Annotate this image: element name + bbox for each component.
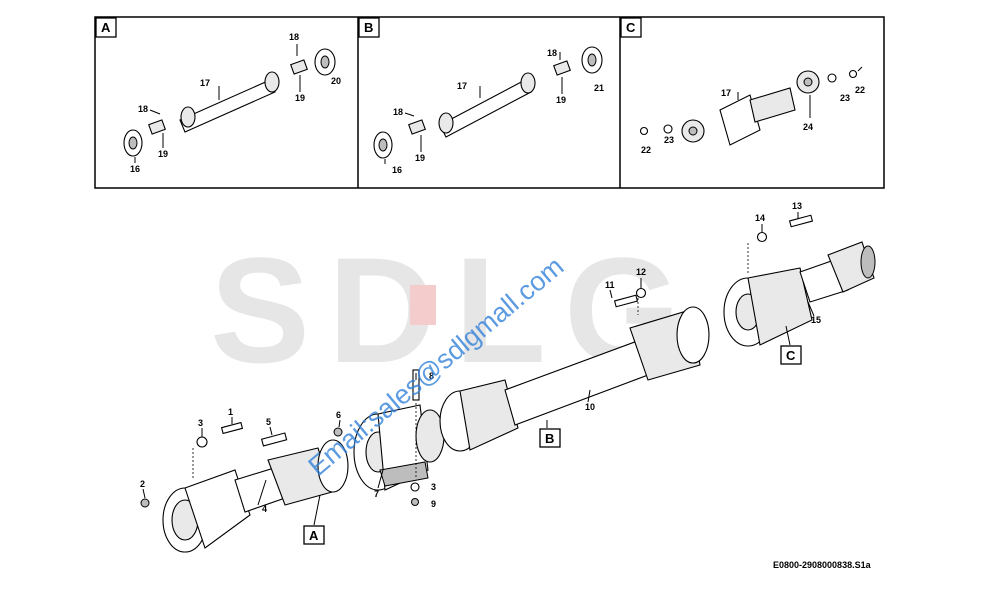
- panel-b-label-17: 17: [457, 81, 467, 91]
- panel-b-label-19b: 19: [415, 153, 425, 163]
- main-label-12: 12: [636, 267, 646, 277]
- main-label-10: 10: [585, 402, 595, 412]
- sdlg-logo: SDLG: [210, 226, 681, 394]
- panel-b-label-18b: 18: [393, 107, 403, 117]
- leader-lines: [142, 212, 815, 526]
- main-label-11: 11: [605, 280, 615, 290]
- section-tag-a: A: [303, 525, 325, 545]
- panel-c-label-24: 24: [803, 122, 813, 132]
- panel-b-label-21: 21: [594, 83, 604, 93]
- figure-code: E0800-2908000838.S1a: [773, 560, 872, 570]
- panel-a-label-19: 19: [295, 93, 305, 103]
- svg-text:C: C: [786, 348, 796, 363]
- main-label-4: 4: [262, 504, 267, 514]
- main-label-13: 13: [792, 201, 802, 211]
- panel-b-label-18: 18: [547, 48, 557, 58]
- main-label-14: 14: [755, 213, 765, 223]
- svg-text:B: B: [364, 20, 373, 35]
- logo-accent: [410, 285, 436, 325]
- panel-a-label-18b: 18: [138, 104, 148, 114]
- panel-c-label-22: 22: [855, 85, 865, 95]
- panel-a-label-16: 16: [130, 164, 140, 174]
- main-label-8: 8: [429, 371, 434, 381]
- panel-c-label-23b: 23: [664, 135, 674, 145]
- panel-a-drawing: [123, 44, 336, 163]
- panel-a-tag: A: [95, 17, 117, 38]
- panel-a-label-19b: 19: [158, 149, 168, 159]
- panel-c-label-17: 17: [721, 88, 731, 98]
- panel-b-tag: B: [358, 17, 380, 38]
- guide-lines: [192, 243, 749, 478]
- main-shaft-assembly: [162, 241, 876, 553]
- panel-b-label-19: 19: [556, 95, 566, 105]
- svg-text:A: A: [309, 528, 319, 543]
- svg-text:C: C: [626, 20, 636, 35]
- panel-b-label-16: 16: [392, 165, 402, 175]
- svg-text:B: B: [545, 431, 554, 446]
- panel-c-label-23: 23: [840, 93, 850, 103]
- main-label-3: 3: [198, 418, 203, 428]
- panel-a-label-17: 17: [200, 78, 210, 88]
- panel-a-label-18: 18: [289, 32, 299, 42]
- panel-a-label-20: 20: [331, 76, 341, 86]
- main-label-9: 9: [431, 499, 436, 509]
- panel-b-drawing: [373, 46, 603, 164]
- section-tag-b: B: [539, 428, 561, 448]
- panel-c-tag: C: [620, 17, 642, 38]
- main-label-6: 6: [336, 410, 341, 420]
- main-label-3b: 3: [431, 482, 436, 492]
- main-label-1: 1: [228, 407, 233, 417]
- main-label-5: 5: [266, 417, 271, 427]
- fasteners: [140, 214, 814, 508]
- section-tag-c: C: [780, 345, 802, 365]
- svg-text:A: A: [101, 20, 111, 35]
- inset-frame: [94, 16, 885, 189]
- panel-c-label-22b: 22: [641, 145, 651, 155]
- panel-c-drawing: [639, 66, 863, 146]
- main-label-2: 2: [140, 479, 145, 489]
- main-label-15: 15: [811, 315, 821, 325]
- main-label-7: 7: [374, 489, 379, 499]
